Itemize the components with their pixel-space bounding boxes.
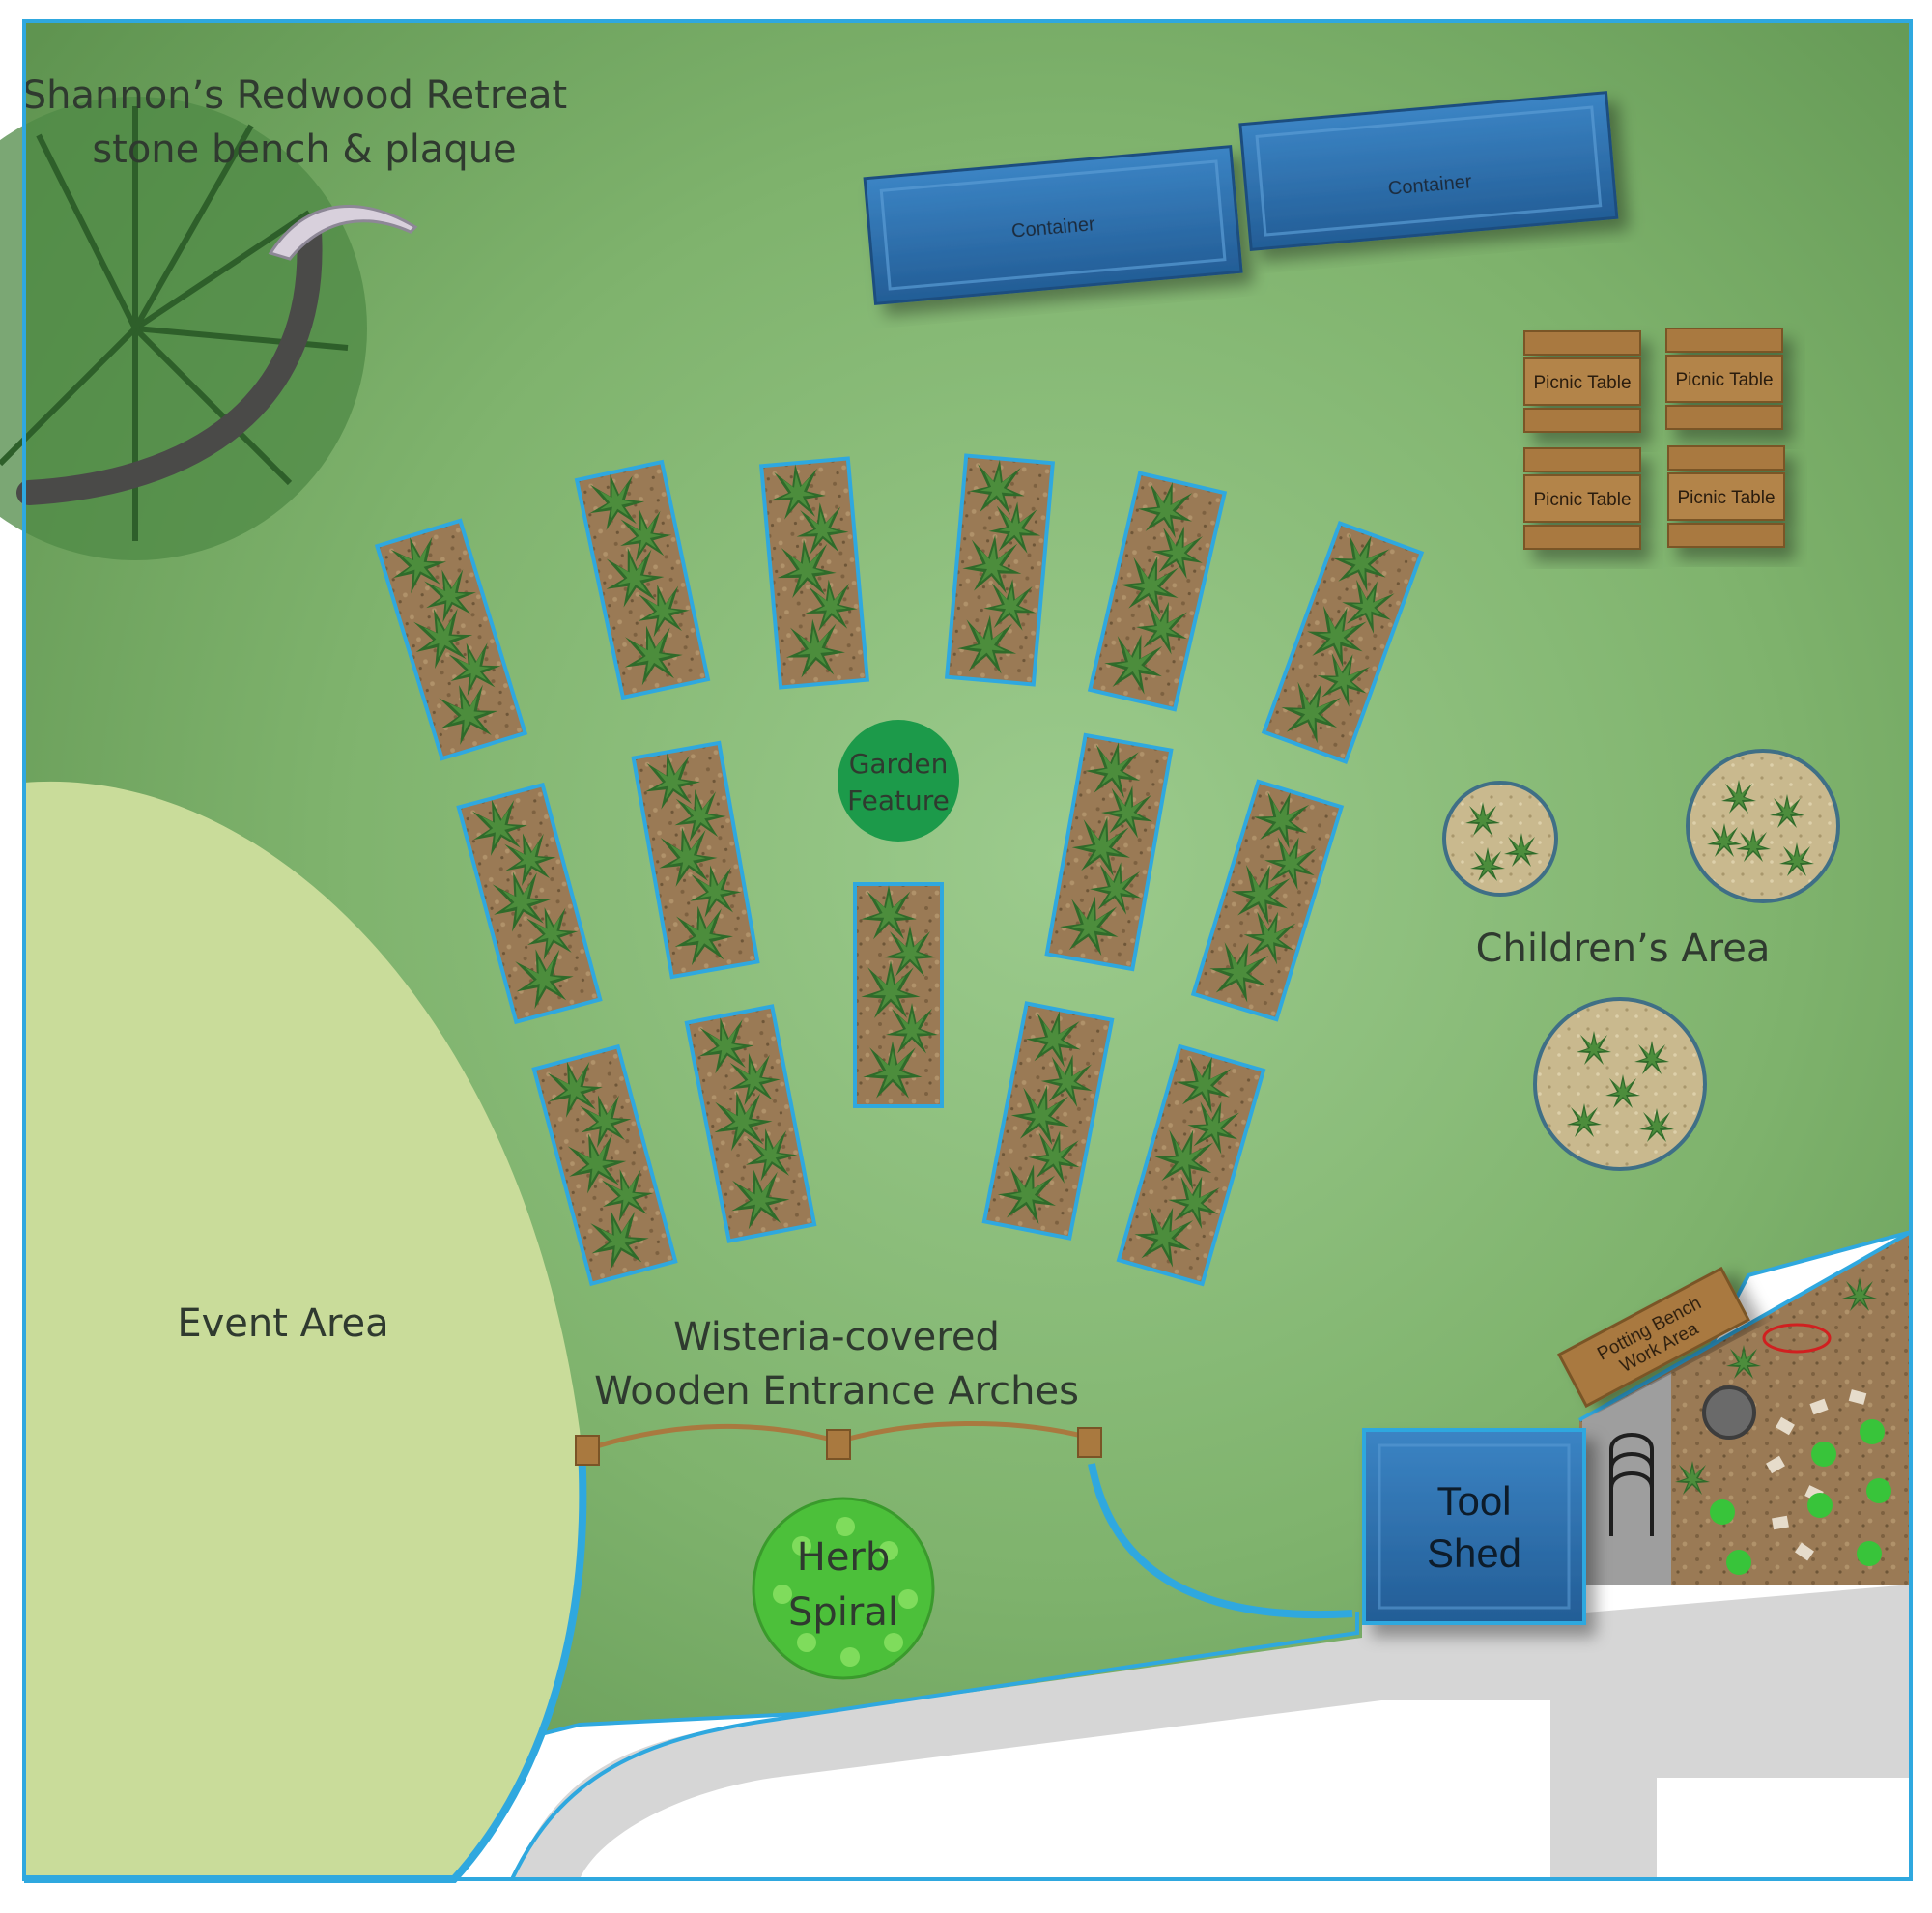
raised-bed[interactable] (761, 459, 867, 688)
work-area-edge (1578, 1230, 1912, 1422)
path-edge (510, 1612, 1359, 1880)
stone-bench-icon (268, 205, 418, 261)
arches-label-line2: Wooden Entrance Arches (594, 1369, 1079, 1413)
stepping-stones (1766, 1389, 1867, 1561)
entrance-arches[interactable]: Wisteria-covered Wooden Entrance Arches (575, 1315, 1102, 1466)
herb-pattern (773, 1517, 918, 1667)
herb-spiral-line2: Spiral (788, 1590, 898, 1635)
map-boundary (22, 19, 1913, 1881)
hoop-row-icon (1609, 1433, 1654, 1536)
garden-feature-line1: Garden (849, 748, 949, 780)
tool-shed[interactable]: Tool Shed (1362, 1428, 1586, 1625)
arch-post-1 (575, 1435, 600, 1466)
play-circle-1 (1442, 781, 1558, 897)
play-circle-3 (1533, 997, 1707, 1171)
picnic-table-4-label: Picnic Table (1677, 488, 1775, 508)
picnic-table-1[interactable]: Picnic Table (1523, 330, 1641, 433)
green-plants (1710, 1419, 1891, 1575)
arches-label-line1: Wisteria-covered (673, 1315, 1000, 1359)
compost-bin-icon (1702, 1385, 1756, 1440)
event-area-label: Event Area (177, 1301, 388, 1346)
parking-lot (1381, 1700, 1550, 1879)
event-area (24, 781, 583, 1879)
container-1[interactable]: Container (863, 145, 1243, 305)
event-area-edge (24, 1448, 587, 1883)
entrance-path-edge (1088, 1463, 1353, 1618)
raised-bed[interactable] (947, 456, 1053, 685)
retreat-label-line1: Shannon’s Redwood Retreat (22, 73, 567, 118)
parking-lot-2 (1657, 1778, 1911, 1879)
garden-feature[interactable]: Garden Feature (838, 720, 959, 842)
herb-spiral[interactable]: Herb Spiral (752, 1497, 935, 1680)
picnic-table-2[interactable]: Picnic Table (1665, 328, 1783, 430)
garden-feature-line2: Feature (847, 785, 950, 816)
water-feature-icon (1762, 1323, 1832, 1354)
stone-ring (16, 219, 323, 505)
retreat-label-line2: stone bench & plaque (92, 128, 516, 172)
picnic-table-2-label: Picnic Table (1675, 370, 1773, 390)
picnic-table-4[interactable]: Picnic Table (1667, 445, 1785, 548)
childrens-area-label: Children’s Area (1476, 927, 1771, 971)
arch-post-2 (826, 1429, 851, 1460)
arch-post-3 (1077, 1427, 1102, 1458)
picnic-table-1-label: Picnic Table (1533, 373, 1631, 393)
tool-shed-line1: Tool (1436, 1478, 1511, 1524)
redwood-tree-rays (0, 106, 349, 541)
childrens-area[interactable]: Children’s Area (1442, 749, 1840, 1171)
redwood-tree-icon (0, 97, 367, 560)
container-2[interactable]: Container (1238, 91, 1619, 251)
tool-shed-line2: Shed (1427, 1530, 1521, 1576)
herb-spiral-line1: Herb (797, 1535, 891, 1580)
raised-bed[interactable] (855, 884, 942, 1106)
picnic-table-3[interactable]: Picnic Table (1523, 447, 1641, 550)
potting-bench[interactable]: Potting Bench Work Area (1557, 1266, 1750, 1409)
play-circle-2 (1686, 749, 1840, 903)
paved-path (512, 1585, 1911, 1879)
picnic-table-3-label: Picnic Table (1533, 490, 1631, 510)
hoop-strip (1582, 1372, 1671, 1585)
redwood-retreat[interactable]: Shannon’s Redwood Retreat stone bench & … (0, 73, 567, 560)
